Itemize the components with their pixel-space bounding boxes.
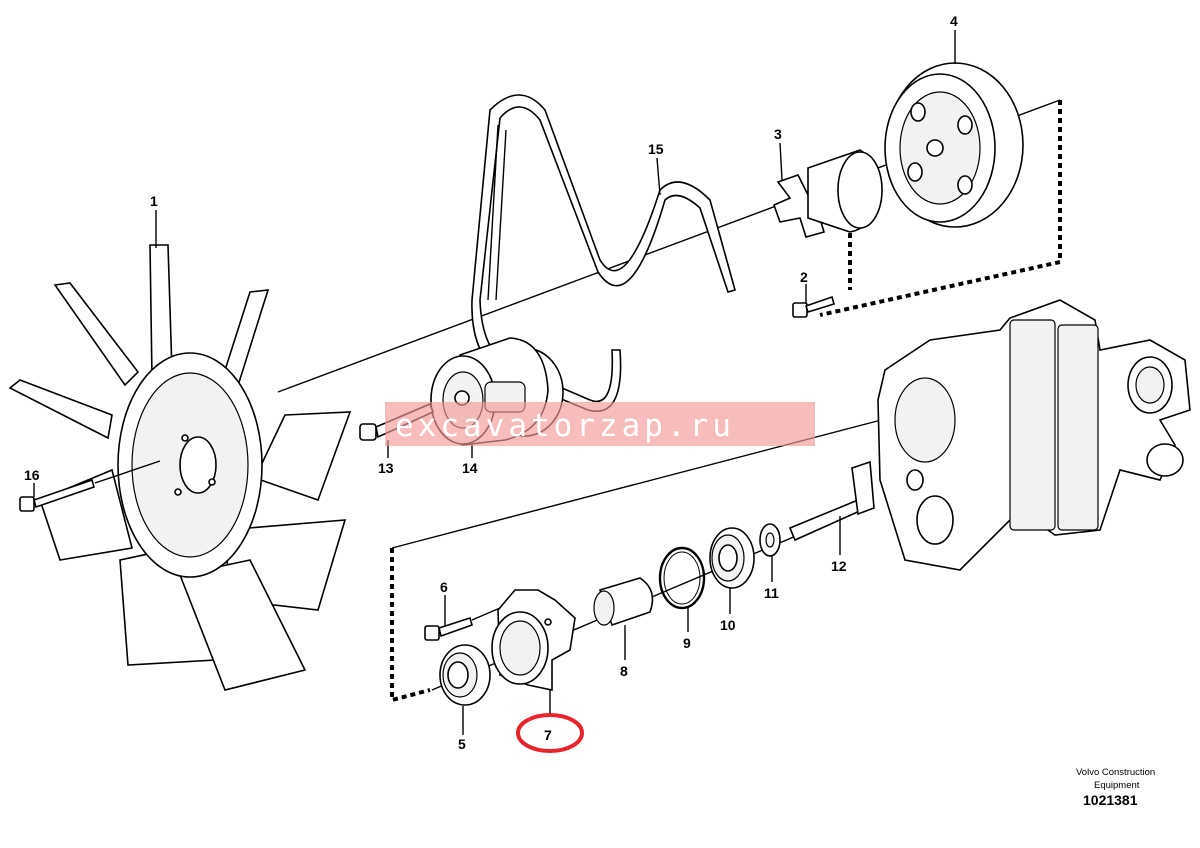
bolt-part-6 <box>424 607 501 641</box>
callout-12: 12 <box>831 558 847 574</box>
brand-line-1: Volvo Construction <box>1076 767 1155 778</box>
bearing-part-5 <box>439 644 491 706</box>
callout-4: 4 <box>950 13 958 29</box>
highlight-ring-part-7 <box>516 713 584 753</box>
idler-hub-part-7 <box>491 589 576 691</box>
callout-5: 5 <box>458 736 466 752</box>
pump-housing <box>877 299 1191 571</box>
leader-lines <box>33 30 956 735</box>
document-number: 1021381 <box>1083 792 1138 808</box>
lower-dashed-bracket <box>390 548 431 703</box>
bearing-part-10 <box>709 527 755 589</box>
callout-7: 7 <box>544 727 552 743</box>
callout-6: 6 <box>440 579 448 595</box>
bolt-part-16 <box>19 460 161 512</box>
bolt-part-2 <box>792 295 835 318</box>
callout-14: 14 <box>462 460 478 476</box>
pulley-part-4 <box>884 62 1024 228</box>
callout-10: 10 <box>720 617 736 633</box>
callout-11: 11 <box>764 585 779 601</box>
fan-part-1 <box>8 244 352 691</box>
watermark-text: excavatorzap.ru <box>395 408 735 444</box>
callout-2: 2 <box>800 269 808 285</box>
callout-9: 9 <box>683 635 691 651</box>
callout-16: 16 <box>24 467 40 483</box>
belt-part-15 <box>471 94 736 412</box>
callout-8: 8 <box>620 663 628 679</box>
pump-flange-part-3 <box>772 149 883 238</box>
watermark: excavatorzap.ru <box>385 402 815 446</box>
snap-ring-part-9 <box>658 546 706 610</box>
spacer-part-8 <box>593 577 654 627</box>
callout-13: 13 <box>378 460 394 476</box>
upper-dashed-bracket <box>819 100 1062 317</box>
washer-part-11 <box>759 523 781 557</box>
bolt-part-12 <box>788 460 875 542</box>
callout-1: 1 <box>150 193 158 209</box>
callout-15: 15 <box>648 141 664 157</box>
callout-3: 3 <box>774 126 782 142</box>
brand-line-2: Equipment <box>1094 780 1140 791</box>
